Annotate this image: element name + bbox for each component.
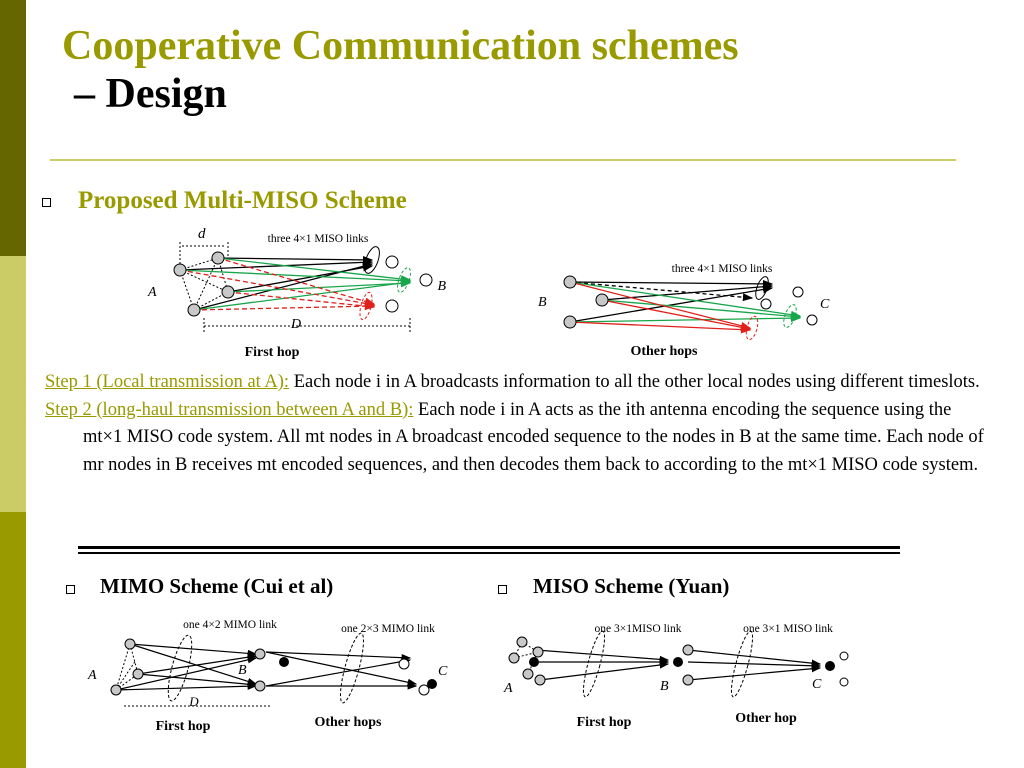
mimo-label-D: D	[188, 694, 199, 709]
miso-annotation-1: one 3×1MISO link	[595, 623, 682, 635]
miso-links	[179, 255, 412, 311]
mimo-first-hop-caption: First hop	[156, 719, 211, 734]
mimo-annotation-1: one 4×2 MIMO link	[183, 619, 277, 631]
step-2-text: Each node i in A acts as the ith antenna…	[83, 399, 984, 475]
miso-ellipse-green-2	[783, 304, 797, 328]
mimo-links	[115, 643, 418, 691]
miso-links-2	[569, 280, 802, 334]
miso-label-B: B	[660, 679, 669, 694]
slide-title-line2: – Design	[74, 71, 227, 117]
miso-ellipse-black	[364, 246, 380, 274]
sidebar-mid-block	[0, 512, 26, 768]
miso-diagram: one 3×1MISO link one 3×1 MISO link A B C…	[503, 623, 849, 730]
square-bullet-icon	[42, 198, 51, 207]
mimo-nodes-A	[110, 638, 266, 696]
miso-node-A	[529, 657, 539, 667]
miso-ellipse-red-2	[745, 315, 759, 341]
label-d: d	[198, 226, 206, 242]
nodes-B-2	[563, 275, 609, 329]
label-C: C	[820, 297, 830, 312]
miso-first-hop-caption: First hop	[577, 715, 632, 730]
miso-nodes-A	[508, 636, 694, 686]
title-divider	[50, 159, 956, 161]
mimo-other-hops-caption: Other hops	[314, 715, 382, 730]
miso-node-C	[825, 661, 835, 671]
miso-other-hop-caption: Other hop	[735, 711, 797, 726]
mimo-label-C: C	[438, 664, 448, 679]
double-divider	[78, 546, 900, 554]
step-1: Step 1 (Local transmission at A): Each n…	[45, 369, 995, 397]
step-1-label: Step 1 (Local transmission at A):	[45, 372, 290, 392]
mimo-node-B	[279, 657, 289, 667]
proposed-other-hops-diagram: three 4×1 MISO links B C Other hops	[538, 263, 830, 359]
proposed-scheme-heading: Proposed Multi-MISO Scheme	[78, 187, 407, 214]
local-mesh	[179, 257, 229, 311]
slide-title: Cooperative Communication schemes – Desi…	[62, 22, 739, 118]
steps-text: Step 1 (Local transmission at A): Each n…	[45, 369, 995, 479]
label-B-2: B	[538, 295, 547, 310]
sidebar-decoration	[0, 0, 26, 768]
nodes-A	[173, 251, 235, 317]
miso-ellipse-black-2	[755, 276, 769, 300]
mimo-local-mesh	[115, 643, 139, 691]
sidebar-light-block	[0, 256, 26, 512]
step-2: Step 2 (long-haul transmission between A…	[45, 397, 995, 480]
square-bullet-icon	[498, 585, 507, 594]
mimo-diagram: one 4×2 MIMO link one 2×3 MIMO link A B …	[87, 619, 448, 734]
proposed-first-hop-diagram: d A B three 4×1 MISO links D Fi	[147, 226, 446, 360]
sidebar-dark-block	[0, 0, 26, 256]
label-B: B	[437, 279, 446, 294]
miso-label-C: C	[812, 677, 822, 692]
mimo-ellipse-2	[339, 632, 365, 704]
miso-ellipse-green	[397, 267, 411, 293]
mimo-annotation-2: one 2×3 MIMO link	[341, 623, 435, 635]
step-1-text: Each node i in A broadcasts information …	[289, 372, 980, 392]
mimo-node-C	[427, 679, 437, 689]
nodes-C	[760, 286, 818, 326]
miso-scheme-heading: MISO Scheme (Yuan)	[533, 574, 730, 598]
first-hop-caption: First hop	[245, 345, 300, 360]
mimo-label-B: B	[238, 663, 247, 678]
miso-links-annotation-2: three 4×1 MISO links	[672, 263, 773, 275]
miso-annotation-2: one 3×1 MISO link	[743, 623, 833, 635]
miso-ellipse-red	[359, 291, 373, 321]
miso-ellipse-1	[582, 630, 606, 698]
miso-ellipse-2	[730, 630, 754, 698]
miso-node-B	[673, 657, 683, 667]
mimo-nodes-C	[398, 658, 430, 696]
step-2-label: Step 2 (long-haul transmission between A…	[45, 399, 414, 420]
mimo-label-A: A	[87, 668, 97, 683]
mimo-scheme-heading: MIMO Scheme (Cui et al)	[100, 574, 334, 598]
miso-links-annotation: three 4×1 MISO links	[268, 233, 369, 245]
label-A: A	[147, 285, 157, 300]
miso-label-A: A	[503, 681, 513, 696]
miso-nodes-C	[839, 651, 849, 687]
label-D: D	[290, 317, 301, 332]
square-bullet-icon	[66, 585, 75, 594]
other-hops-caption: Other hops	[630, 344, 698, 359]
mimo-ellipse-1	[167, 634, 193, 702]
slide-title-line1: Cooperative Communication schemes	[62, 23, 739, 69]
nodes-B	[385, 255, 433, 313]
